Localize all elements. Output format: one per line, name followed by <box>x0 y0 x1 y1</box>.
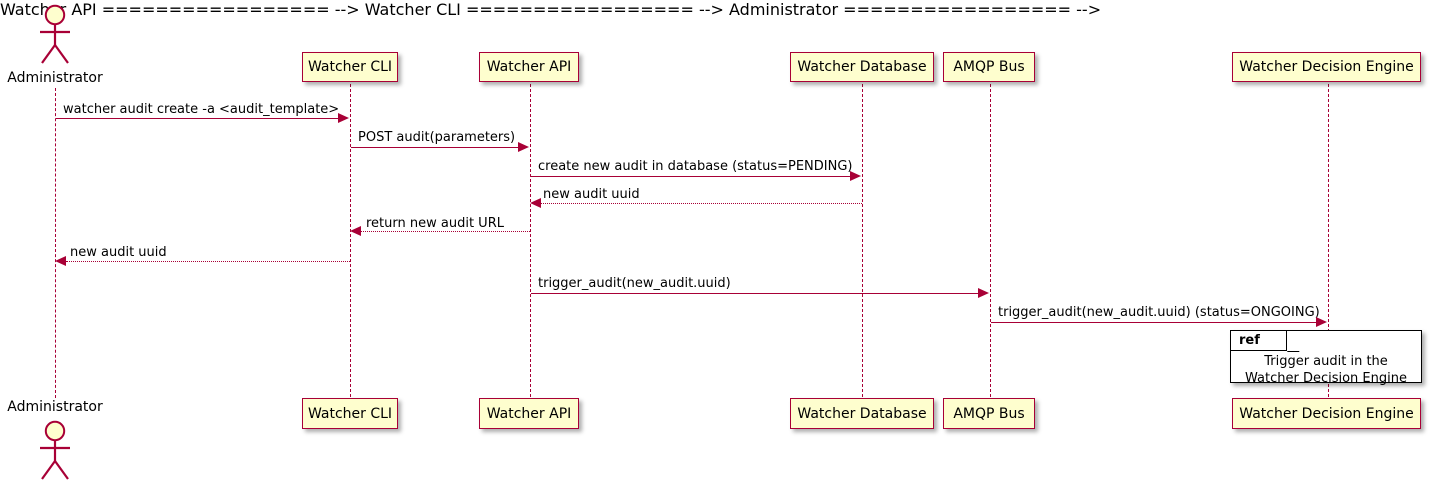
message-arrowhead-8 <box>1316 317 1327 327</box>
message-line-4 <box>541 203 862 204</box>
message-label-7: trigger_audit(new_audit.uuid) <box>538 276 731 291</box>
participant-label-watcher-api-bottom: Watcher API <box>486 405 572 422</box>
ref-fragment-line-1: Trigger audit in the <box>1264 354 1388 369</box>
message-label-4: new audit uuid <box>543 187 640 202</box>
message-line-5 <box>361 231 530 232</box>
message-arrowhead-3 <box>850 171 861 181</box>
ref-fragment-line-2: Watcher Decision Engine <box>1245 371 1407 386</box>
message-label-6: new audit uuid <box>70 245 167 260</box>
lifeline-watcher-database <box>862 84 863 397</box>
message-label-1: watcher audit create -a <audit_template> <box>63 102 340 117</box>
message-arrowhead-6 <box>55 256 66 266</box>
participant-watcher-cli-top[interactable]: Watcher CLI <box>302 52 398 82</box>
participant-label-amqp-bus-bottom: AMQP Bus <box>953 405 1025 422</box>
lifeline-watcher-decision-engine <box>1328 84 1329 397</box>
message-arrowhead-2 <box>518 142 529 152</box>
ref-fragment-tag-label: ref <box>1239 333 1260 348</box>
participant-watcher-decision-engine-bottom[interactable]: Watcher Decision Engine <box>1232 398 1421 429</box>
message-arrowhead-7 <box>978 288 989 298</box>
message-arrowhead-5 <box>350 226 361 236</box>
participant-watcher-api-bottom[interactable]: Watcher API <box>479 398 579 429</box>
message-line-3 <box>531 176 851 177</box>
participant-watcher-decision-engine-top[interactable]: Watcher Decision Engine <box>1232 52 1421 82</box>
participant-label-watcher-decision-engine-top: Watcher Decision Engine <box>1239 59 1414 75</box>
participant-watcher-api-top[interactable]: Watcher API <box>479 52 579 82</box>
message-line-2 <box>351 147 519 148</box>
participant-amqp-bus-top[interactable]: AMQP Bus <box>943 52 1035 82</box>
ref-fragment-trigger-audit: ref Trigger audit in the Watcher Decisio… <box>1230 330 1422 386</box>
participant-label-watcher-api-top: Watcher API <box>486 59 572 75</box>
message-line-8 <box>991 322 1317 323</box>
actor-administrator-top <box>31 4 79 66</box>
ref-fragment-tag: ref <box>1231 331 1287 351</box>
message-line-7 <box>531 293 979 294</box>
participant-label-watcher-cli-top: Watcher CLI <box>307 59 393 75</box>
actor-stick-figure-icon <box>40 4 70 64</box>
message-label-2: POST audit(parameters) <box>358 130 516 145</box>
message-label-3: create new audit in database (status=PEN… <box>538 159 853 174</box>
message-line-1 <box>56 118 339 119</box>
message-arrowhead-4 <box>530 198 541 208</box>
participant-label-watcher-cli-bottom: Watcher CLI <box>307 405 393 422</box>
message-arrowhead-1 <box>338 113 349 123</box>
message-label-5: return new audit URL <box>366 216 504 231</box>
participant-watcher-database-bottom[interactable]: Watcher Database <box>790 398 934 429</box>
actor-label-administrator-bottom: Administrator <box>7 399 103 415</box>
participant-watcher-database-top[interactable]: Watcher Database <box>790 52 934 82</box>
actor-stick-figure-icon <box>40 420 70 480</box>
ref-fragment-tag-notch <box>1287 331 1312 352</box>
participant-label-watcher-database-bottom: Watcher Database <box>797 405 927 422</box>
message-label-8: trigger_audit(new_audit.uuid) (status=ON… <box>998 305 1320 320</box>
participant-label-watcher-database-top: Watcher Database <box>797 59 927 75</box>
actor-label-administrator-top: Administrator <box>7 70 103 86</box>
ref-fragment-body: Trigger audit in the Watcher Decision En… <box>1231 353 1421 387</box>
lifeline-watcher-cli <box>350 84 351 397</box>
participant-label-watcher-decision-engine-bottom: Watcher Decision Engine <box>1239 405 1414 422</box>
lifeline-amqp-bus <box>990 84 991 397</box>
participant-amqp-bus-bottom[interactable]: AMQP Bus <box>943 398 1035 429</box>
lifeline-administrator <box>55 88 56 398</box>
participant-watcher-cli-bottom[interactable]: Watcher CLI <box>302 398 398 429</box>
lifeline-watcher-api <box>530 84 531 397</box>
participant-label-amqp-bus-top: AMQP Bus <box>953 59 1025 75</box>
message-line-6 <box>66 261 350 262</box>
actor-administrator-bottom <box>31 420 79 482</box>
